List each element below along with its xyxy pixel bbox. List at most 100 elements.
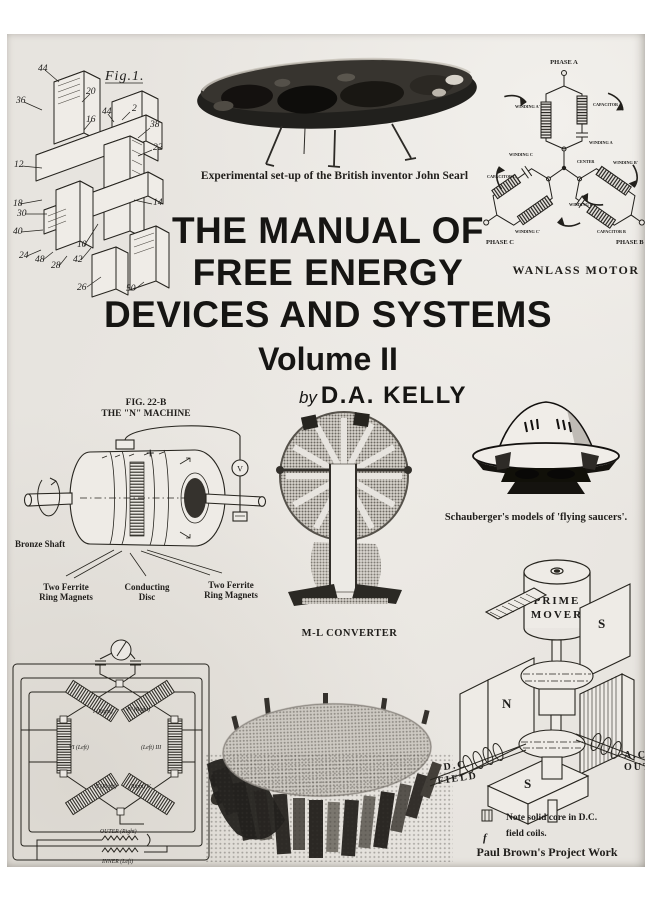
hexcoil-bottom-coils xyxy=(36,815,168,860)
hexcoil-label-inner: INNER (Left) xyxy=(101,858,133,865)
n-machine-voltmeter-label: V xyxy=(237,465,243,474)
schauberger-saucer-photo xyxy=(472,401,620,494)
pm-pole-bottom: S xyxy=(524,776,531,791)
pm-prime-mover-cylinder xyxy=(523,559,591,641)
fig1-ref: 24 xyxy=(19,251,29,261)
pm-legend: f Note solid core in D.C. field coils. xyxy=(481,809,597,844)
wanlass-motor-schematic: PHASE A PHASE C PHASE B WINDING A' CAPAC… xyxy=(469,59,645,246)
fig1-hatching xyxy=(47,77,155,255)
hex-coil-schematic: I (Right) IV (Right) VI (Left) (Left) II… xyxy=(12,639,223,865)
rotor-assembly-photo xyxy=(205,693,453,862)
n-machine-left-magnets-label: Two Ferrite Ring Magnets xyxy=(29,582,103,603)
saucer xyxy=(472,401,620,494)
hexcoil-outer-wiring xyxy=(12,663,210,861)
pm-field-coils xyxy=(429,732,645,787)
wanlass-branches xyxy=(469,70,645,245)
title-line-1: THE MANUAL OF xyxy=(171,210,485,251)
label-line: Disc xyxy=(138,592,156,603)
fig1-ref: 36 xyxy=(15,96,26,106)
label-line: Two Ferrite xyxy=(43,582,89,592)
pm-label-mover: MOVER xyxy=(531,609,583,621)
hexcoil-labels: I (Right) IV (Right) VI (Left) (Left) II… xyxy=(69,706,162,865)
wanlass-winding-c2: WINDING C' xyxy=(515,229,540,234)
wanlass-winding-a2: WINDING A' xyxy=(515,104,540,109)
hexcoil-meter-circuit xyxy=(95,639,141,685)
n-machine-drawing: + V xyxy=(23,425,267,579)
fig1-ref: 38 xyxy=(149,120,160,130)
wanlass-phase-c: PHASE C xyxy=(486,239,514,246)
wanlass-winding-a: WINDING A xyxy=(589,140,613,145)
hexcoil-label-2: II (Right) xyxy=(94,783,117,790)
paul-brown-caption: Paul Brown's Project Work xyxy=(476,845,618,859)
wanlass-winding-b: WINDING B xyxy=(569,202,593,207)
title-block: THE MANUAL OF FREE ENERGY DEVICES AND SY… xyxy=(63,210,593,410)
wanlass-caption: WANLASS MOTOR xyxy=(512,263,640,277)
fig1-blocks xyxy=(35,70,170,298)
byline-by: by xyxy=(298,388,317,407)
wanlass-cap-b: CAPACITOR B xyxy=(597,229,626,234)
volume-label: Volume II xyxy=(258,341,398,377)
fig1-ref: 44 xyxy=(38,64,48,74)
pm-ac-label: A.C. xyxy=(624,750,645,761)
title-line-2: FREE ENERGY xyxy=(192,252,464,293)
fig1-ref: 16 xyxy=(86,115,96,125)
wanlass-cap-a: CAPACITOR A xyxy=(593,102,622,107)
hexcoil-hexagon xyxy=(56,679,183,816)
hexcoil-label-outer: OUTER (Right) xyxy=(100,828,137,835)
n-machine-title: FIG. 22-B THE "N" MACHINE xyxy=(51,398,241,420)
label-line: Two Ferrite xyxy=(208,580,254,590)
pm-magnet-frame xyxy=(459,583,635,825)
fig1-label: Fig.1. xyxy=(104,69,144,84)
label-line: Ring Magnets xyxy=(204,590,258,601)
n-machine-leader-lines xyxy=(65,549,223,579)
n-machine-fig-number: FIG. 22-B xyxy=(125,398,167,408)
fig1-ref: 18 xyxy=(13,199,23,209)
byline: by D.A. KELLY xyxy=(118,382,645,410)
pm-rotor-discs xyxy=(518,639,594,823)
fig1-ref: 50 xyxy=(126,284,136,294)
ml-converter-photo xyxy=(276,411,412,606)
searl-caption: Experimental set-up of the British inven… xyxy=(200,170,469,182)
fig1-ref: 42 xyxy=(73,255,83,265)
fig1-ref-numbers: 44 20 36 16 44 2 38 22 12 18 14 30 40 24… xyxy=(13,64,163,294)
searl-stand-legs xyxy=(265,123,417,168)
wanlass-winding-b2: WINDING B' xyxy=(613,160,638,165)
byline-author: D.A. KELLY xyxy=(320,382,468,409)
searl-disc-photo xyxy=(197,57,477,168)
fig1-ref: 12 xyxy=(14,160,24,170)
n-machine-plus-terminal: + xyxy=(146,446,155,462)
n-machine-shaft xyxy=(23,477,267,517)
ml-converter-pedestal xyxy=(288,463,402,606)
n-machine-shaft-label: Bronze Shaft xyxy=(15,539,66,549)
hexcoil-label-6: VI (Left) xyxy=(69,744,89,751)
rotor-halftone-overlay xyxy=(205,754,453,862)
pm-field-label: FIELD xyxy=(437,770,479,787)
wanlass-center: CENTER xyxy=(577,159,595,164)
wanlass-winding-c: WINDING C xyxy=(509,152,533,157)
fig1-leader-lines xyxy=(19,69,153,291)
hexcoil-label-5: (Right) V xyxy=(129,783,152,790)
label-line: Conducting xyxy=(124,582,170,592)
title-line-3: DEVICES AND SYSTEMS xyxy=(103,294,553,335)
searl-disc xyxy=(197,57,477,129)
pm-out-label: OUT xyxy=(624,762,645,773)
pm-dc-label: D.C. xyxy=(443,758,472,773)
fig1-ref: 44 xyxy=(102,107,112,117)
fig1-ref: 20 xyxy=(86,87,96,97)
laminated-core-icon xyxy=(481,809,493,822)
fig1-ref: 10 xyxy=(77,240,87,250)
n-machine-name: THE "N" MACHINE xyxy=(101,408,191,419)
pm-note-line-2: field coils. xyxy=(506,829,547,839)
pm-pole-top: S xyxy=(598,616,605,631)
fig1-ref: 30 xyxy=(16,209,27,219)
ml-converter-caption: M-L CONVERTER xyxy=(301,628,398,639)
n-machine-disc-label: Conducting Disc xyxy=(107,582,187,603)
pm-pole-labels: S N S xyxy=(502,616,605,791)
fig1-ref: 2 xyxy=(132,104,137,114)
n-machine-right-magnets-label: Two Ferrite Ring Magnets xyxy=(192,580,270,601)
fig1-ref: 40 xyxy=(13,227,23,237)
wanlass-cap-c: CAPACITOR C xyxy=(487,174,516,179)
fig1-ref: 26 xyxy=(77,283,87,293)
pm-label-prime: PRIME xyxy=(534,595,581,607)
